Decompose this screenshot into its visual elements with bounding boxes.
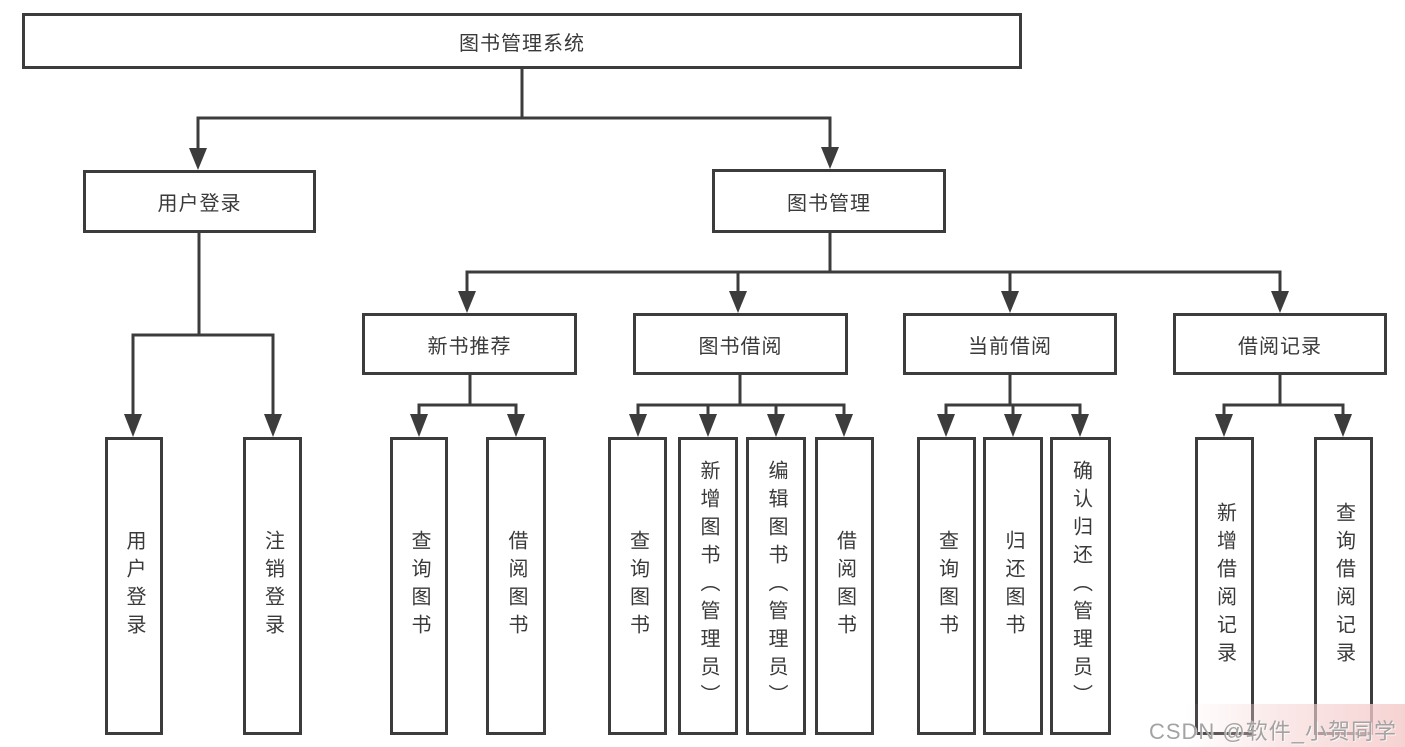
node-borrow-books-2: 借阅图书 xyxy=(815,437,874,735)
node-query-books-3: 查询图书 xyxy=(917,437,976,735)
node-add-borrow-record: 新增借阅记录 xyxy=(1195,437,1254,735)
watermark-text: CSDN @软件_小贺同学 xyxy=(1148,719,1397,744)
node-user-login: 用户登录 xyxy=(83,170,316,233)
node-book-borrowing: 图书借阅 xyxy=(633,313,848,375)
node-return-books: 归还图书 xyxy=(983,437,1043,735)
node-logout-action: 注销登录 xyxy=(243,437,302,735)
node-user-login-action: 用户登录 xyxy=(105,437,163,735)
node-current-borrowing: 当前借阅 xyxy=(903,313,1117,375)
node-borrow-books-1: 借阅图书 xyxy=(486,437,546,735)
node-book-management: 图书管理 xyxy=(712,169,946,233)
node-borrowing-records: 借阅记录 xyxy=(1173,313,1387,375)
node-confirm-return-admin: 确认归还（管理员） xyxy=(1050,437,1111,735)
node-add-books-admin: 新增图书（管理员） xyxy=(678,437,738,735)
connector-arrowheads xyxy=(124,147,1352,437)
node-query-books-1: 查询图书 xyxy=(390,437,448,735)
node-query-borrow-record: 查询借阅记录 xyxy=(1314,437,1373,735)
node-new-book-recommend: 新书推荐 xyxy=(362,313,577,375)
node-library-system: 图书管理系统 xyxy=(22,13,1022,69)
node-query-books-2: 查询图书 xyxy=(608,437,667,735)
node-edit-books-admin: 编辑图书（管理员） xyxy=(746,437,806,735)
